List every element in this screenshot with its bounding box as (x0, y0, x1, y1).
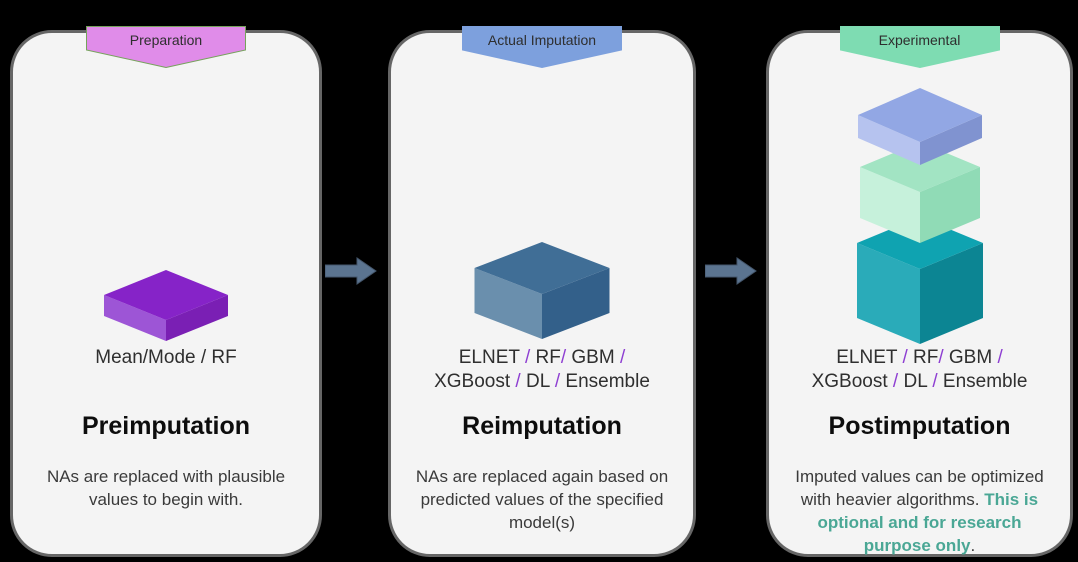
description-text: Imputed values can be optimized with hea… (795, 467, 1044, 509)
panel-reimputation: Actual Imputation ELNET / RF/ GBM / XGBo… (388, 26, 696, 557)
description-accent-text: This is optional and for research purpos… (817, 490, 1039, 555)
panel-description: Imputed values can be optimized with hea… (769, 465, 1070, 557)
banner-label: Preparation (129, 32, 203, 48)
model-list-line: Mean/Mode / RF (95, 347, 237, 368)
description-text: NAs are replaced with plausible values t… (46, 467, 286, 509)
banner-label: Actual Imputation (487, 32, 597, 48)
banner-experimental: Experimental (839, 26, 1000, 68)
model-list: ELNET / RF/ GBM / XGBoost / DL / Ensembl… (769, 346, 1070, 394)
panel-description: NAs are replaced with plausible values t… (13, 465, 319, 511)
stacked-boxes-icon (856, 88, 983, 344)
model-list-line: XGBoost / DL / Ensemble (811, 371, 1028, 392)
model-list-line: ELNET / RF/ GBM / (458, 347, 626, 368)
panel-preimputation: Preparation Mean/Mode / RF Preimputation… (10, 26, 322, 557)
blue-flat-box (857, 88, 982, 165)
banner-actual-imputation: Actual Imputation (462, 26, 622, 68)
panel-postimputation: Experimental ELNET / RF/ GBM (766, 26, 1073, 557)
panel-title: Reimputation (462, 412, 622, 440)
banner-pennant-shape (839, 26, 1000, 68)
description-suffix: . (970, 536, 976, 555)
right-arrow-icon (325, 257, 377, 285)
banner-pennant-shape (86, 26, 246, 68)
banner-label: Experimental (878, 32, 961, 48)
panel-description: NAs are replaced again based on predicte… (391, 465, 693, 534)
mint-cube (859, 142, 980, 243)
right-arrow-icon (705, 257, 757, 285)
model-list-line: XGBoost / DL / Ensemble (434, 371, 650, 392)
blue-cube-icon (474, 242, 610, 339)
model-list: Mean/Mode / RF (13, 346, 319, 370)
description-text: NAs are replaced again based on predicte… (415, 467, 669, 532)
model-list: ELNET / RF/ GBM / XGBoost / DL / Ensembl… (391, 346, 693, 394)
panel-title: Preimputation (81, 412, 251, 440)
banner-pennant-shape (462, 26, 622, 68)
model-list-line: ELNET / RF/ GBM / (836, 347, 1003, 368)
panel-title: Postimputation (828, 412, 1011, 440)
banner-preparation: Preparation (86, 26, 246, 68)
purple-flat-box-icon (104, 270, 228, 341)
